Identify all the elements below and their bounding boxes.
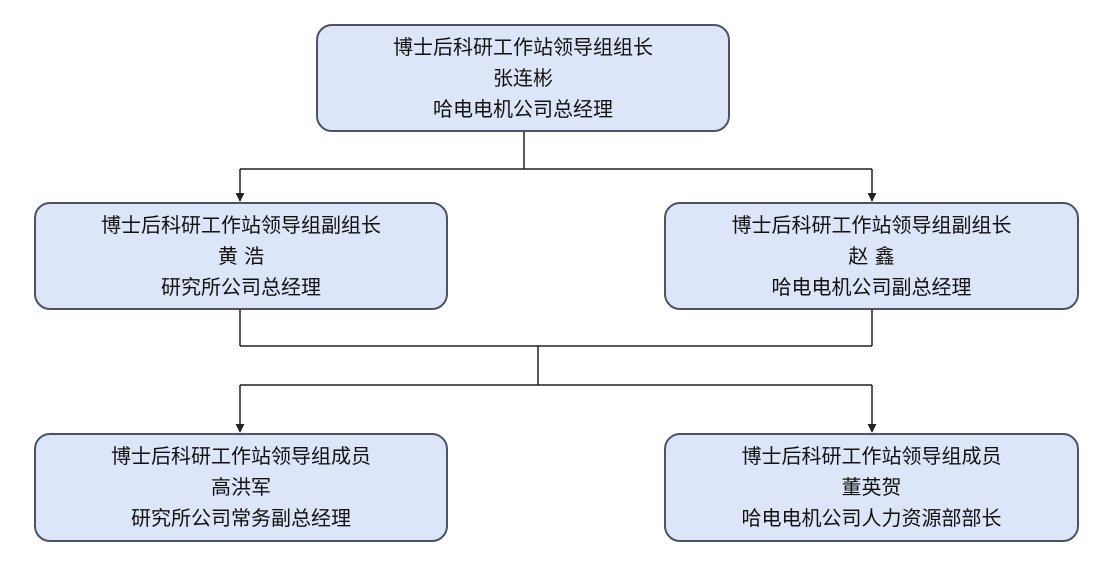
leader-title: 哈电电机公司总经理: [433, 96, 613, 121]
member-left-role: 博士后科研工作站领导组成员: [111, 444, 371, 468]
member-left-node: 博士后科研工作站领导组成员 高洪军 研究所公司常务副总经理: [34, 433, 448, 542]
deputy-right-role: 博士后科研工作站领导组副组长: [731, 212, 1012, 237]
deputy-left-role: 博士后科研工作站领导组副组长: [101, 212, 381, 237]
leader-name: 张连彬: [493, 65, 553, 90]
deputy-left-name: 黄 浩: [217, 243, 265, 268]
member-left-title: 研究所公司常务副总经理: [131, 506, 351, 530]
deputy-right-name: 赵 鑫: [848, 243, 895, 268]
member-right-name: 董英贺: [841, 475, 902, 499]
deputy-right-node: 博士后科研工作站领导组副组长 赵 鑫 哈电电机公司副总经理: [664, 202, 1079, 310]
deputy-right-title: 哈电电机公司副总经理: [771, 274, 972, 299]
deputy-left-title: 研究所公司总经理: [161, 274, 321, 299]
leader-node: 博士后科研工作站领导组组长 张连彬 哈电电机公司总经理: [316, 24, 730, 132]
member-right-title: 哈电电机公司人力资源部部长: [741, 506, 1002, 530]
deputy-left-node: 博士后科研工作站领导组副组长 黄 浩 研究所公司总经理: [34, 202, 448, 310]
leader-role: 博士后科研工作站领导组组长: [393, 34, 653, 59]
member-right-node: 博士后科研工作站领导组成员 董英贺 哈电电机公司人力资源部部长: [664, 433, 1079, 542]
member-left-name: 高洪军: [211, 475, 271, 499]
member-right-role: 博士后科研工作站领导组成员: [741, 444, 1002, 468]
